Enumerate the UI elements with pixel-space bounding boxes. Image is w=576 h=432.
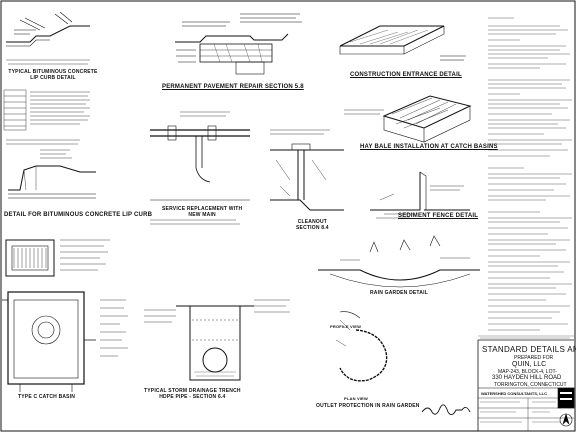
title-block-town: TORRINGTON, CONNECTICUT (494, 382, 567, 388)
caption-construction-entrance: CONSTRUCTION ENTRANCE DETAIL (350, 72, 462, 78)
caption-storm-trench: TYPICAL STORM DRAINAGE TRENCH HDPE PIPE … (144, 388, 241, 400)
caption-profile-view: PROFILE VIEW (330, 324, 362, 329)
cleanout (270, 129, 344, 211)
title-block-client: QUIN, LLC (512, 361, 547, 368)
left-notes (3, 89, 90, 145)
general-notes (488, 17, 572, 331)
professional-seal-icon (557, 387, 575, 409)
title-block-firm: WATERSHED CONSULTANTS, LLC (481, 391, 547, 396)
signature-icon (421, 404, 471, 415)
caption-sediment-fence: SEDIMENT FENCE DETAIL (398, 213, 479, 219)
caption-plan-view: PLAN VIEW (344, 396, 369, 401)
lip-curb-detail (6, 11, 90, 65)
caption-lip-curb: TYPICAL BITUMINOUS CONCRETE LIP CURB DET… (8, 69, 98, 81)
outlet-protection-plan (335, 311, 388, 382)
caption-pavement-repair: PERMANENT PAVEMENT REPAIR SECTION 5.8 (162, 84, 304, 90)
caption-catch-basin: TYPE C CATCH BASIN (18, 394, 76, 400)
construction-entrance (339, 25, 466, 61)
rain-garden (318, 235, 480, 288)
revision-strip (478, 335, 574, 339)
service-replacement (150, 111, 250, 225)
storm-drainage-trench (144, 299, 290, 381)
title-block-prepared-for: PREPARED FOR (514, 355, 554, 361)
title-block-map: MAP-243, BLOCK-4, LOT- (498, 369, 557, 375)
lip-curb-section (8, 149, 96, 199)
caption-hay-bale: HAY BALE INSTALLATION AT CATCH BASINS (360, 144, 498, 150)
caption-outlet-protection: OUTLET PROTECTION IN RAIN GARDEN (316, 403, 420, 409)
north-arrow-icon (559, 412, 573, 427)
pavement-repair (175, 13, 302, 75)
hay-bale-installation (344, 95, 472, 143)
title-block-address: 330 HAYDEN HILL ROAD (492, 375, 562, 381)
caption-cleanout: CLEANOUT SECTION 8.4 (296, 219, 329, 231)
caption-rain-garden: RAIN GARDEN DETAIL (370, 290, 428, 296)
catch-basin-plan (5, 239, 110, 277)
title-block-title: STANDARD DETAILS AND NOTES (482, 345, 576, 354)
caption-service-replacement: SERVICE REPLACEMENT WITH NEW MAIN (162, 206, 243, 218)
sediment-fence (370, 171, 470, 219)
caption-lip-curb-detail: DETAIL FOR BITUMINOUS CONCRETE LIP CURB (4, 212, 153, 218)
catch-basin-section (2, 291, 128, 392)
